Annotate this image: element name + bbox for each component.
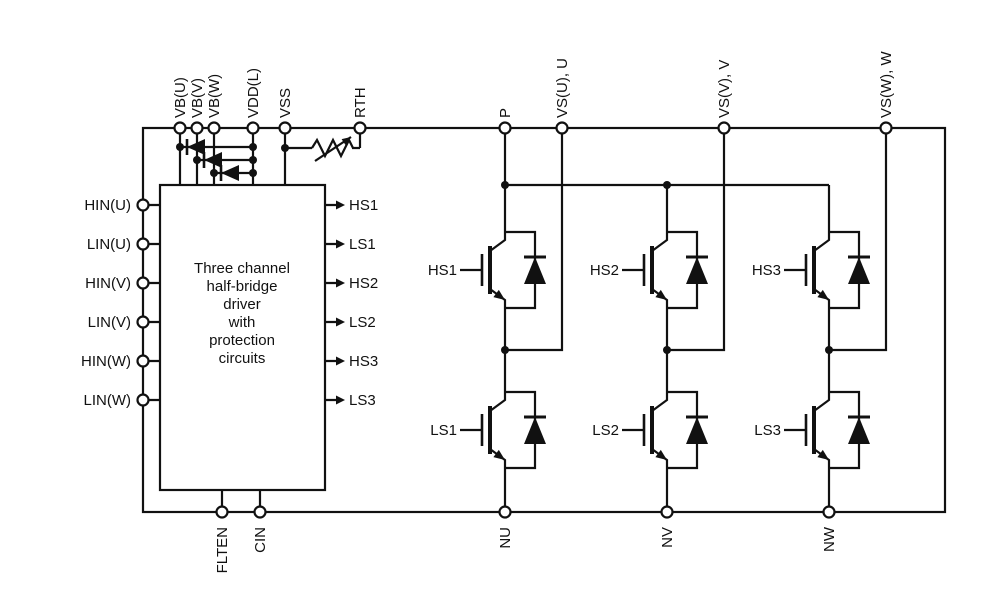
igbt-ls3-icon [782,383,872,477]
pin-vs-w [879,121,893,135]
pin-terminals [136,121,893,519]
driver-block [158,183,327,492]
driver-output-label-hs1: HS1 [349,197,378,214]
junction-dot [663,346,671,354]
driver-output-label-ls1: LS1 [349,236,376,253]
pin-label-vs-u: VS(U), U [554,58,571,118]
junction-dot [663,181,671,189]
igbt-ls2-icon [620,383,710,477]
pin-label-nv: NV [659,527,676,548]
igbt-label-ls2: LS2 [592,422,619,439]
junction-dot [501,181,509,189]
pin-rth [353,121,367,135]
pin-flten [215,505,229,519]
pin-vss [278,121,292,135]
pin-label-vs-w: VS(W), W [878,51,895,118]
pin-label-hin-v: HIN(V) [85,275,131,292]
driver-block-line-6: circuits [219,350,266,367]
igbt-hs2-icon [620,223,710,317]
igbt-label-ls3: LS3 [754,422,781,439]
pin-p [498,121,512,135]
igbt-hs3-icon [782,223,872,317]
junction-dot [281,144,289,152]
igbt-label-hs3: HS3 [752,262,781,279]
igbt-hs1-icon [458,223,548,317]
pin-cin [253,505,267,519]
pin-lin-v [136,315,150,329]
pin-vdd-l [246,121,260,135]
junction-dot [501,346,509,354]
pin-label-vb-v: VB(V) [189,78,206,118]
pin-label-flten: FLTEN [214,527,231,573]
pin-label-rth: RTH [352,87,369,118]
driver-block-line-1: Three channel [194,260,290,277]
junction-dot [249,156,257,164]
top-pin-labels: VB(U) VB(V) VB(W) VDD(L) VSS RTH P VS(U)… [172,51,895,118]
junction-dot [193,156,201,164]
driver-output-label-hs2: HS2 [349,275,378,292]
junction-dots [176,143,833,354]
driver-output-label-ls2: LS2 [349,314,376,331]
junction-dot [210,169,218,177]
igbt-ls1-icon [458,383,548,477]
pin-nw [822,505,836,519]
arrow-right-icon [336,239,345,249]
pin-vb-u [173,121,187,135]
arrow-right-icon [336,395,345,405]
pin-label-vb-u: VB(U) [172,77,189,118]
pin-label-nu: NU [497,527,514,549]
pin-label-cin: CIN [252,527,269,553]
arrow-right-icon [336,356,345,366]
pin-label-vb-w: VB(W) [206,74,223,118]
pin-label-vdd-l: VDD(L) [245,68,262,118]
pin-vb-w [207,121,221,135]
driver-block-line-2: half-bridge [207,278,278,295]
driver-block-line-3: driver [223,296,261,313]
pin-label-vs-v: VS(V), V [716,60,733,118]
driver-block-text: Three channel half-bridge driver with pr… [194,260,290,367]
igbt-label-ls1: LS1 [430,422,457,439]
arrow-right-icon [336,200,345,210]
left-pin-labels: HIN(U) LIN(U) HIN(V) LIN(V) HIN(W) LIN(W… [81,197,131,409]
igbt-label-hs2: HS2 [590,262,619,279]
bottom-pin-labels: FLTEN CIN NU NV NW [214,526,838,573]
pin-nu [498,505,512,519]
driver-block-line-5: protection [209,332,275,349]
pin-lin-w [136,393,150,407]
thermistor-icon [311,136,354,162]
pin-label-lin-u: LIN(U) [87,236,131,253]
driver-block-line-4: with [228,314,256,331]
driver-output-label-ls3: LS3 [349,392,376,409]
pin-label-lin-w: LIN(W) [84,392,132,409]
pin-label-lin-v: LIN(V) [88,314,131,331]
pin-hin-w [136,354,150,368]
pin-label-hin-w: HIN(W) [81,353,131,370]
pin-vs-v [717,121,731,135]
junction-dot [249,143,257,151]
bootstrap-diode-w-icon [219,163,241,183]
igbt-label-hs1: HS1 [428,262,457,279]
pin-nv [660,505,674,519]
pin-vb-v [190,121,204,135]
pin-label-nw: NW [821,526,838,552]
junction-dot [249,169,257,177]
pin-lin-u [136,237,150,251]
arrow-right-icon [336,317,345,327]
driver-outputs: HS1 LS1 HS2 LS2 HS3 LS3 [336,197,378,409]
driver-output-label-hs3: HS3 [349,353,378,370]
junction-dot [825,346,833,354]
igbt-gate-labels: HS1 HS2 HS3 LS1 LS2 LS3 [428,262,781,439]
pin-label-vss: VSS [277,88,294,118]
junction-dot [176,143,184,151]
pin-label-hin-u: HIN(U) [84,197,131,214]
arrow-right-icon [336,278,345,288]
pin-label-p: P [497,108,514,118]
pin-hin-u [136,198,150,212]
pin-hin-v [136,276,150,290]
pin-vs-u [555,121,569,135]
